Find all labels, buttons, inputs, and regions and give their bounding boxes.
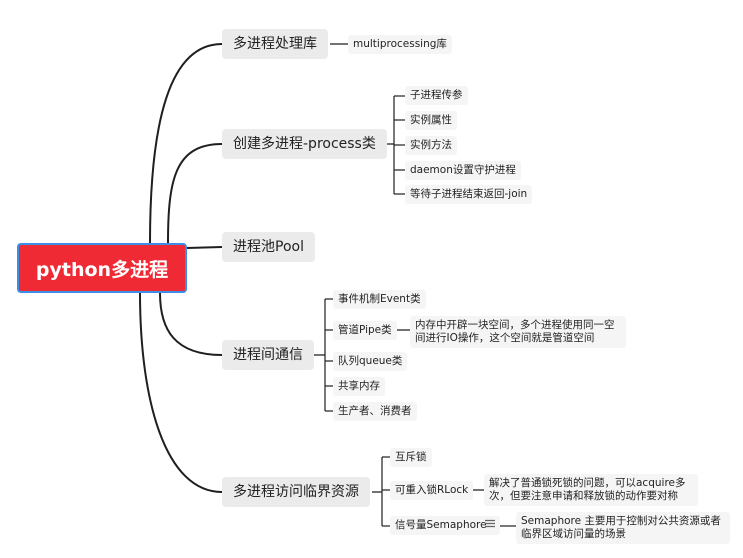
leaf-event[interactable]: 事件机制Event类 bbox=[333, 290, 426, 309]
branch-process-class[interactable]: 创建多进程-process类 bbox=[222, 129, 387, 159]
leaf-producer-consumer[interactable]: 生产者、消费者 bbox=[333, 402, 417, 421]
leaf-semaphore-label: 信号量Semaphore bbox=[395, 519, 487, 531]
root-node[interactable]: python多进程 bbox=[17, 243, 187, 293]
leaf-rlock[interactable]: 可重入锁RLock bbox=[390, 481, 474, 500]
leaf-mutex[interactable]: 互斥锁 bbox=[390, 448, 432, 467]
root-link-b2 bbox=[186, 246, 223, 249]
detail-rlock[interactable]: 解决了普通锁死锁的问题，可以acquire多次，但要注意申请和释放锁的动作要对称 bbox=[484, 474, 698, 506]
branch-critical-resource[interactable]: 多进程访问临界资源 bbox=[222, 477, 370, 507]
leaf-queue[interactable]: 队列queue类 bbox=[333, 352, 408, 371]
root-link-b0 bbox=[149, 43, 223, 244]
leaf-shared-memory[interactable]: 共享内存 bbox=[333, 377, 385, 396]
link-b4-trunk bbox=[372, 457, 383, 526]
leaf-instance-methods[interactable]: 实例方法 bbox=[405, 136, 457, 155]
leaf-daemon[interactable]: daemon设置守护进程 bbox=[405, 161, 521, 180]
branch-pool[interactable]: 进程池Pool bbox=[222, 232, 315, 262]
note-icon[interactable] bbox=[484, 519, 496, 528]
branch-ipc[interactable]: 进程间通信 bbox=[222, 340, 314, 370]
root-link-b1 bbox=[167, 143, 223, 244]
root-link-b3 bbox=[159, 292, 223, 356]
leaf-pipe[interactable]: 管道Pipe类 bbox=[333, 321, 397, 340]
leaf-child-args[interactable]: 子进程传参 bbox=[405, 86, 468, 105]
branch-multiprocessing-lib[interactable]: 多进程处理库 bbox=[222, 29, 328, 59]
detail-pipe[interactable]: 内存中开辟一块空间，多个进程使用同一空间进行IO操作，这个空间就是管道空间 bbox=[410, 316, 626, 348]
detail-semaphore[interactable]: Semaphore 主要用于控制对公共资源或者临界区域访问量的场景 bbox=[516, 512, 730, 544]
leaf-multiprocessing-module[interactable]: multiprocessing库 bbox=[348, 35, 452, 54]
link-b3-trunk bbox=[314, 299, 326, 411]
leaf-semaphore[interactable]: 信号量Semaphore bbox=[390, 516, 500, 535]
root-link-b4 bbox=[139, 292, 223, 493]
leaf-instance-attrs[interactable]: 实例属性 bbox=[405, 111, 457, 130]
leaf-join[interactable]: 等待子进程结束返回-join bbox=[405, 185, 533, 204]
